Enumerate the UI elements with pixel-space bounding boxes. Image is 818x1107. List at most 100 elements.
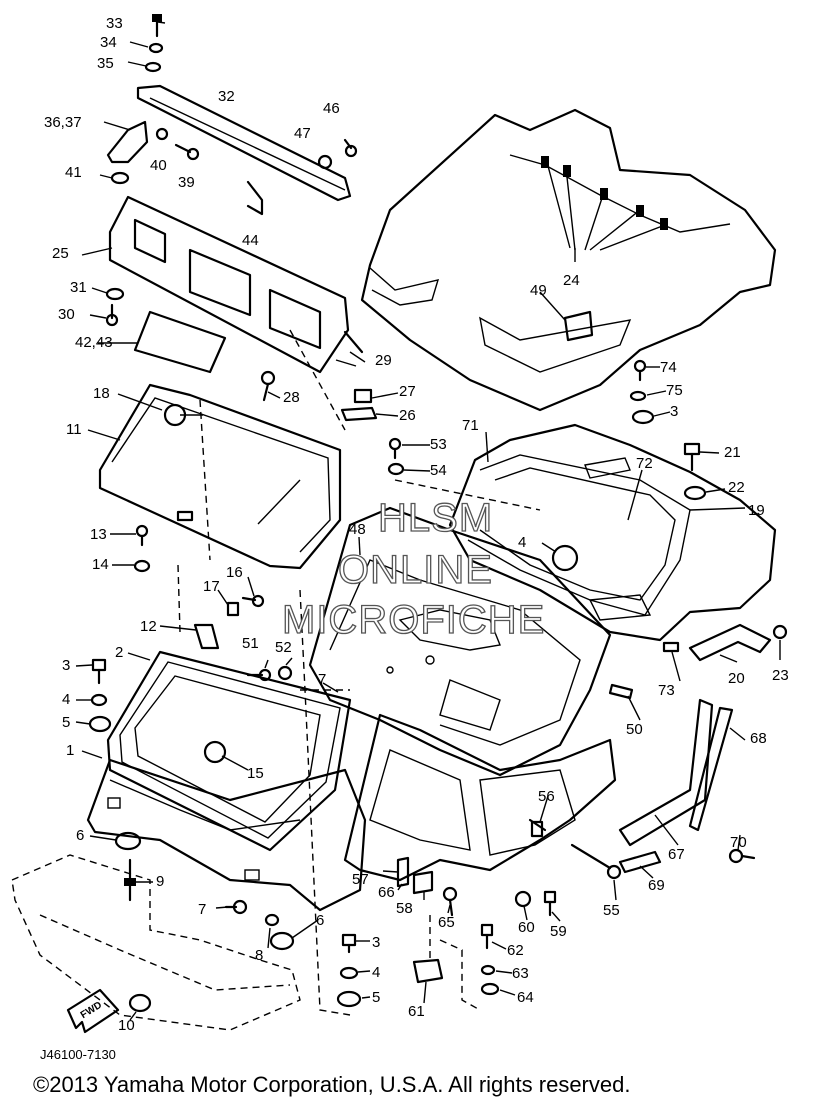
- callout-60: 62: [507, 942, 524, 959]
- callout-50: 52: [275, 639, 292, 656]
- callout-10: 10: [118, 1017, 135, 1034]
- drawing-code: J46100-7130: [40, 1047, 116, 1062]
- callout-24: 24: [563, 272, 580, 289]
- washer-34: [148, 42, 164, 54]
- bracket-36-37: [106, 120, 149, 164]
- bolt-49-50: [246, 665, 293, 682]
- handle-20: [688, 623, 772, 662]
- bumper-outline: [11, 854, 301, 1031]
- callout-36-37: 36,37: [44, 114, 82, 131]
- bolt-51-52: [387, 437, 405, 476]
- pad-67: [618, 850, 662, 874]
- callout-62: 64: [517, 989, 534, 1006]
- callout-68: 70: [730, 834, 747, 851]
- callout-66: 68: [750, 730, 767, 747]
- fwd-arrow: [66, 988, 120, 1034]
- callout-33: 33: [106, 15, 123, 32]
- callout-21: 21: [724, 444, 741, 461]
- callout-12: 12: [140, 618, 157, 635]
- callout-47: 49: [530, 282, 547, 299]
- leader-lines: [75, 21, 781, 1021]
- callout-25: 25: [52, 245, 69, 262]
- callout-15: 15: [247, 765, 264, 782]
- callout-4-left: 4: [62, 691, 71, 708]
- callout-28: 28: [283, 389, 300, 406]
- callout-22: 22: [728, 479, 745, 496]
- screw-38: [174, 143, 200, 161]
- callout-71: 73: [658, 682, 675, 699]
- callout-7: 7: [198, 901, 207, 918]
- callout-34: 34: [100, 34, 117, 51]
- bushing-6-right: [269, 931, 295, 951]
- callout-64: 66: [378, 884, 395, 901]
- pad-71: [662, 641, 680, 653]
- bolt-33: [152, 14, 162, 38]
- washer-31: [105, 287, 125, 301]
- bolt-3-4-5-center: [336, 933, 362, 1008]
- callout-5-center: 5: [372, 989, 381, 1006]
- screw-7: [224, 899, 248, 915]
- callout-3-left: 3: [62, 657, 71, 674]
- trunk-box: [308, 506, 612, 777]
- callout-19: 19: [748, 502, 765, 519]
- callout-57: 59: [550, 923, 567, 940]
- washer-8: [264, 913, 280, 927]
- bolt-44: [343, 138, 358, 158]
- washer-40: [110, 171, 130, 185]
- screw-57: [543, 890, 557, 917]
- assembly-lines: [177, 329, 541, 1016]
- screw-63: [442, 886, 458, 917]
- callout-9: 9: [156, 873, 165, 890]
- bolt-21-22: [683, 442, 707, 501]
- label-47: [563, 310, 594, 342]
- callout-53: 55: [603, 902, 620, 919]
- outer-trunk-1: [86, 758, 367, 912]
- callout-8: 8: [255, 947, 264, 964]
- callout-6-right: 6: [316, 912, 325, 929]
- bracket-56: [412, 870, 434, 895]
- watermark-line-1: HLSM: [377, 495, 494, 540]
- bolt-53: [570, 843, 622, 880]
- screw-28: [260, 370, 276, 402]
- callout-54: 56: [538, 788, 555, 805]
- watermark-line-2: ONLINE: [337, 547, 493, 592]
- callout-38: 39: [178, 174, 195, 191]
- callout-16: 16: [226, 564, 243, 581]
- clip-27-26: [340, 388, 378, 422]
- callout-65: 67: [668, 846, 685, 863]
- callout-41: 42,43: [75, 334, 113, 351]
- callout-23: 23: [772, 667, 789, 684]
- bushing-6-left: [114, 831, 142, 851]
- callout-44: 46: [323, 100, 340, 117]
- callout-40: 41: [65, 164, 82, 181]
- callout-2: 2: [115, 644, 124, 661]
- callout-52: 54: [430, 462, 447, 479]
- callout-18: 18: [93, 385, 110, 402]
- nut-58: [514, 890, 532, 908]
- clip-54: [530, 820, 544, 838]
- bracket-65-66: [618, 698, 734, 847]
- grab-bar-32: [136, 84, 352, 202]
- bolt-72-73-74: [629, 359, 655, 425]
- callout-31: 31: [70, 279, 87, 296]
- callout-48: 50: [626, 721, 643, 738]
- callout-70: 72: [636, 455, 653, 472]
- spacer-10: [128, 993, 152, 1013]
- callout-67: 69: [648, 877, 665, 894]
- callout-13: 13: [90, 526, 107, 543]
- callout-72: 74: [660, 359, 677, 376]
- callout-61: 63: [512, 965, 529, 982]
- callout-35: 35: [97, 55, 114, 72]
- callout-17: 17: [203, 578, 220, 595]
- callout-63: 65: [438, 914, 455, 931]
- screw-23: [772, 624, 788, 640]
- callout-69: 71: [462, 417, 479, 434]
- callout-73: 75: [666, 382, 683, 399]
- bracket-59: [412, 958, 444, 984]
- callout-46: 48: [349, 521, 366, 538]
- callout-45: 47: [294, 125, 311, 142]
- callout-29: 29: [375, 352, 392, 369]
- trunk-base-frame: [343, 713, 617, 882]
- trunk-lid-11: [98, 383, 342, 570]
